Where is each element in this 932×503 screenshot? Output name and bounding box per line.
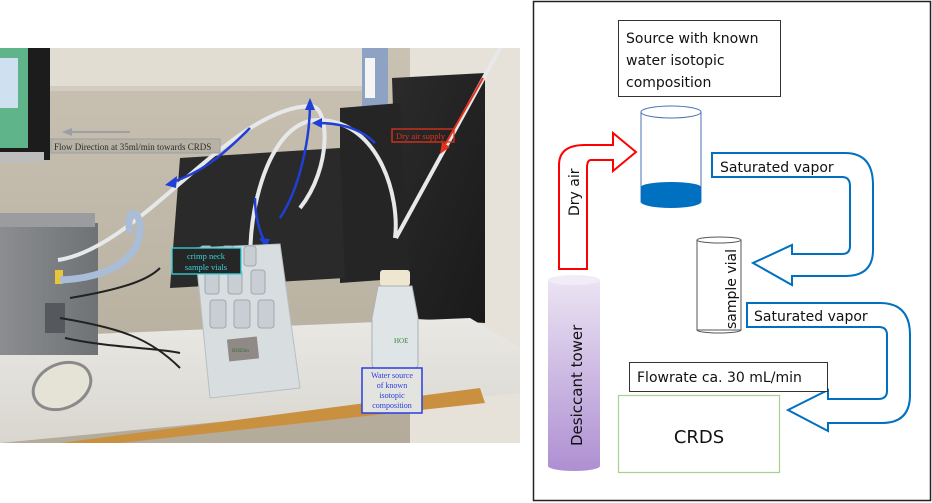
- sample-vial-rim: [696, 236, 742, 244]
- source-label-line1: Source with known: [626, 31, 759, 47]
- water-fill: [641, 187, 701, 208]
- flow-arrow-3: [317, 121, 376, 144]
- upper-shelf: [30, 48, 370, 88]
- saturated-vapor-label-2: Saturated vapor: [754, 309, 868, 325]
- flowrate-label: Flowrate ca. 30 mL/min: [637, 370, 802, 386]
- water-surface: [641, 182, 701, 192]
- monitor-screen-panel: [0, 58, 18, 108]
- drying-column-label: [365, 58, 375, 98]
- sample-vial: [696, 236, 742, 334]
- dry-air-arrow: [441, 77, 484, 151]
- source-label-box: [618, 20, 781, 97]
- foam-back-panel: [392, 73, 485, 323]
- saturated-vapor-label-1: Saturated vapor: [720, 160, 834, 176]
- crds-instrument-top: [0, 213, 95, 227]
- water-source-cup: [640, 105, 702, 208]
- flow-arrowhead-3: [312, 118, 322, 128]
- foam-step-block: [340, 103, 410, 283]
- flowrate-label-box: [629, 362, 828, 392]
- shelf-edge: [30, 86, 370, 91]
- rack-tag: [226, 336, 260, 362]
- bottle-marking: HOE: [394, 337, 408, 345]
- rack-tag-text: HOESm: [232, 349, 249, 354]
- lab-setup-photo: HOESm HOE Flow Direction at 35ml/min tow…: [0, 48, 520, 443]
- saturated-vapor-arrow-1: [711, 152, 874, 287]
- cup-rim: [640, 105, 702, 119]
- water-source-label-line4: composition: [372, 401, 412, 410]
- corrugated-tube: [59, 210, 144, 284]
- dry-air-label: Dry air: [567, 168, 583, 216]
- flow-arrowhead-2: [305, 98, 315, 110]
- desiccant-tower-top: [548, 275, 600, 285]
- desiccant-tower: [548, 275, 600, 471]
- saturated-vapor-arrow-2: [746, 302, 911, 433]
- sample-vial-label: sample vial: [724, 249, 740, 329]
- flow-direction-label-box: [50, 138, 221, 154]
- flow-arrow-2: [278, 102, 312, 219]
- flow-arrowhead-1: [165, 176, 177, 188]
- crds-box: [617, 394, 781, 474]
- dry-air-arrowhead: [440, 142, 450, 154]
- cables: [59, 267, 181, 369]
- desiccant-tower-body: [548, 280, 600, 471]
- computer-mouse: [31, 360, 93, 412]
- flow-direction-arrowhead: [62, 128, 72, 136]
- monitor-base: [0, 152, 44, 162]
- sample-vial-bottom: [696, 329, 742, 334]
- flow-arrow-1: [169, 127, 251, 185]
- water-source-label-line3: isotopic: [379, 391, 405, 400]
- bottle-cap: [380, 270, 410, 286]
- sample-vial-body: [696, 239, 742, 331]
- water-source-label-line1: Water source: [371, 371, 413, 380]
- dry-air-arrow: [558, 130, 638, 270]
- crds-ports: [45, 303, 65, 333]
- desiccant-tower-label: Desiccant tower: [568, 324, 586, 446]
- flow-direction-label: Flow Direction at 35ml/min towards CRDS: [54, 142, 211, 152]
- crds-label: CRDS: [674, 427, 724, 448]
- crimp-neck-label-line2: sample vials: [185, 262, 227, 272]
- dry-air-supply-label: Dry air supply: [396, 131, 446, 141]
- tube-to-instrument: [57, 103, 327, 262]
- source-label-line3: composition: [626, 75, 711, 91]
- source-label-line2: water isotopic: [626, 53, 725, 69]
- flow-arrowhead-4: [259, 238, 270, 248]
- crimp-neck-label-box: [171, 247, 242, 275]
- crimp-neck-label-line1: crimp neck: [187, 251, 226, 261]
- water-source-label-box: [361, 367, 423, 414]
- crds-warning-sticker: [55, 270, 63, 284]
- water-source-label-line2: of known: [377, 381, 407, 390]
- dry-air-supply-label-box: [391, 128, 455, 143]
